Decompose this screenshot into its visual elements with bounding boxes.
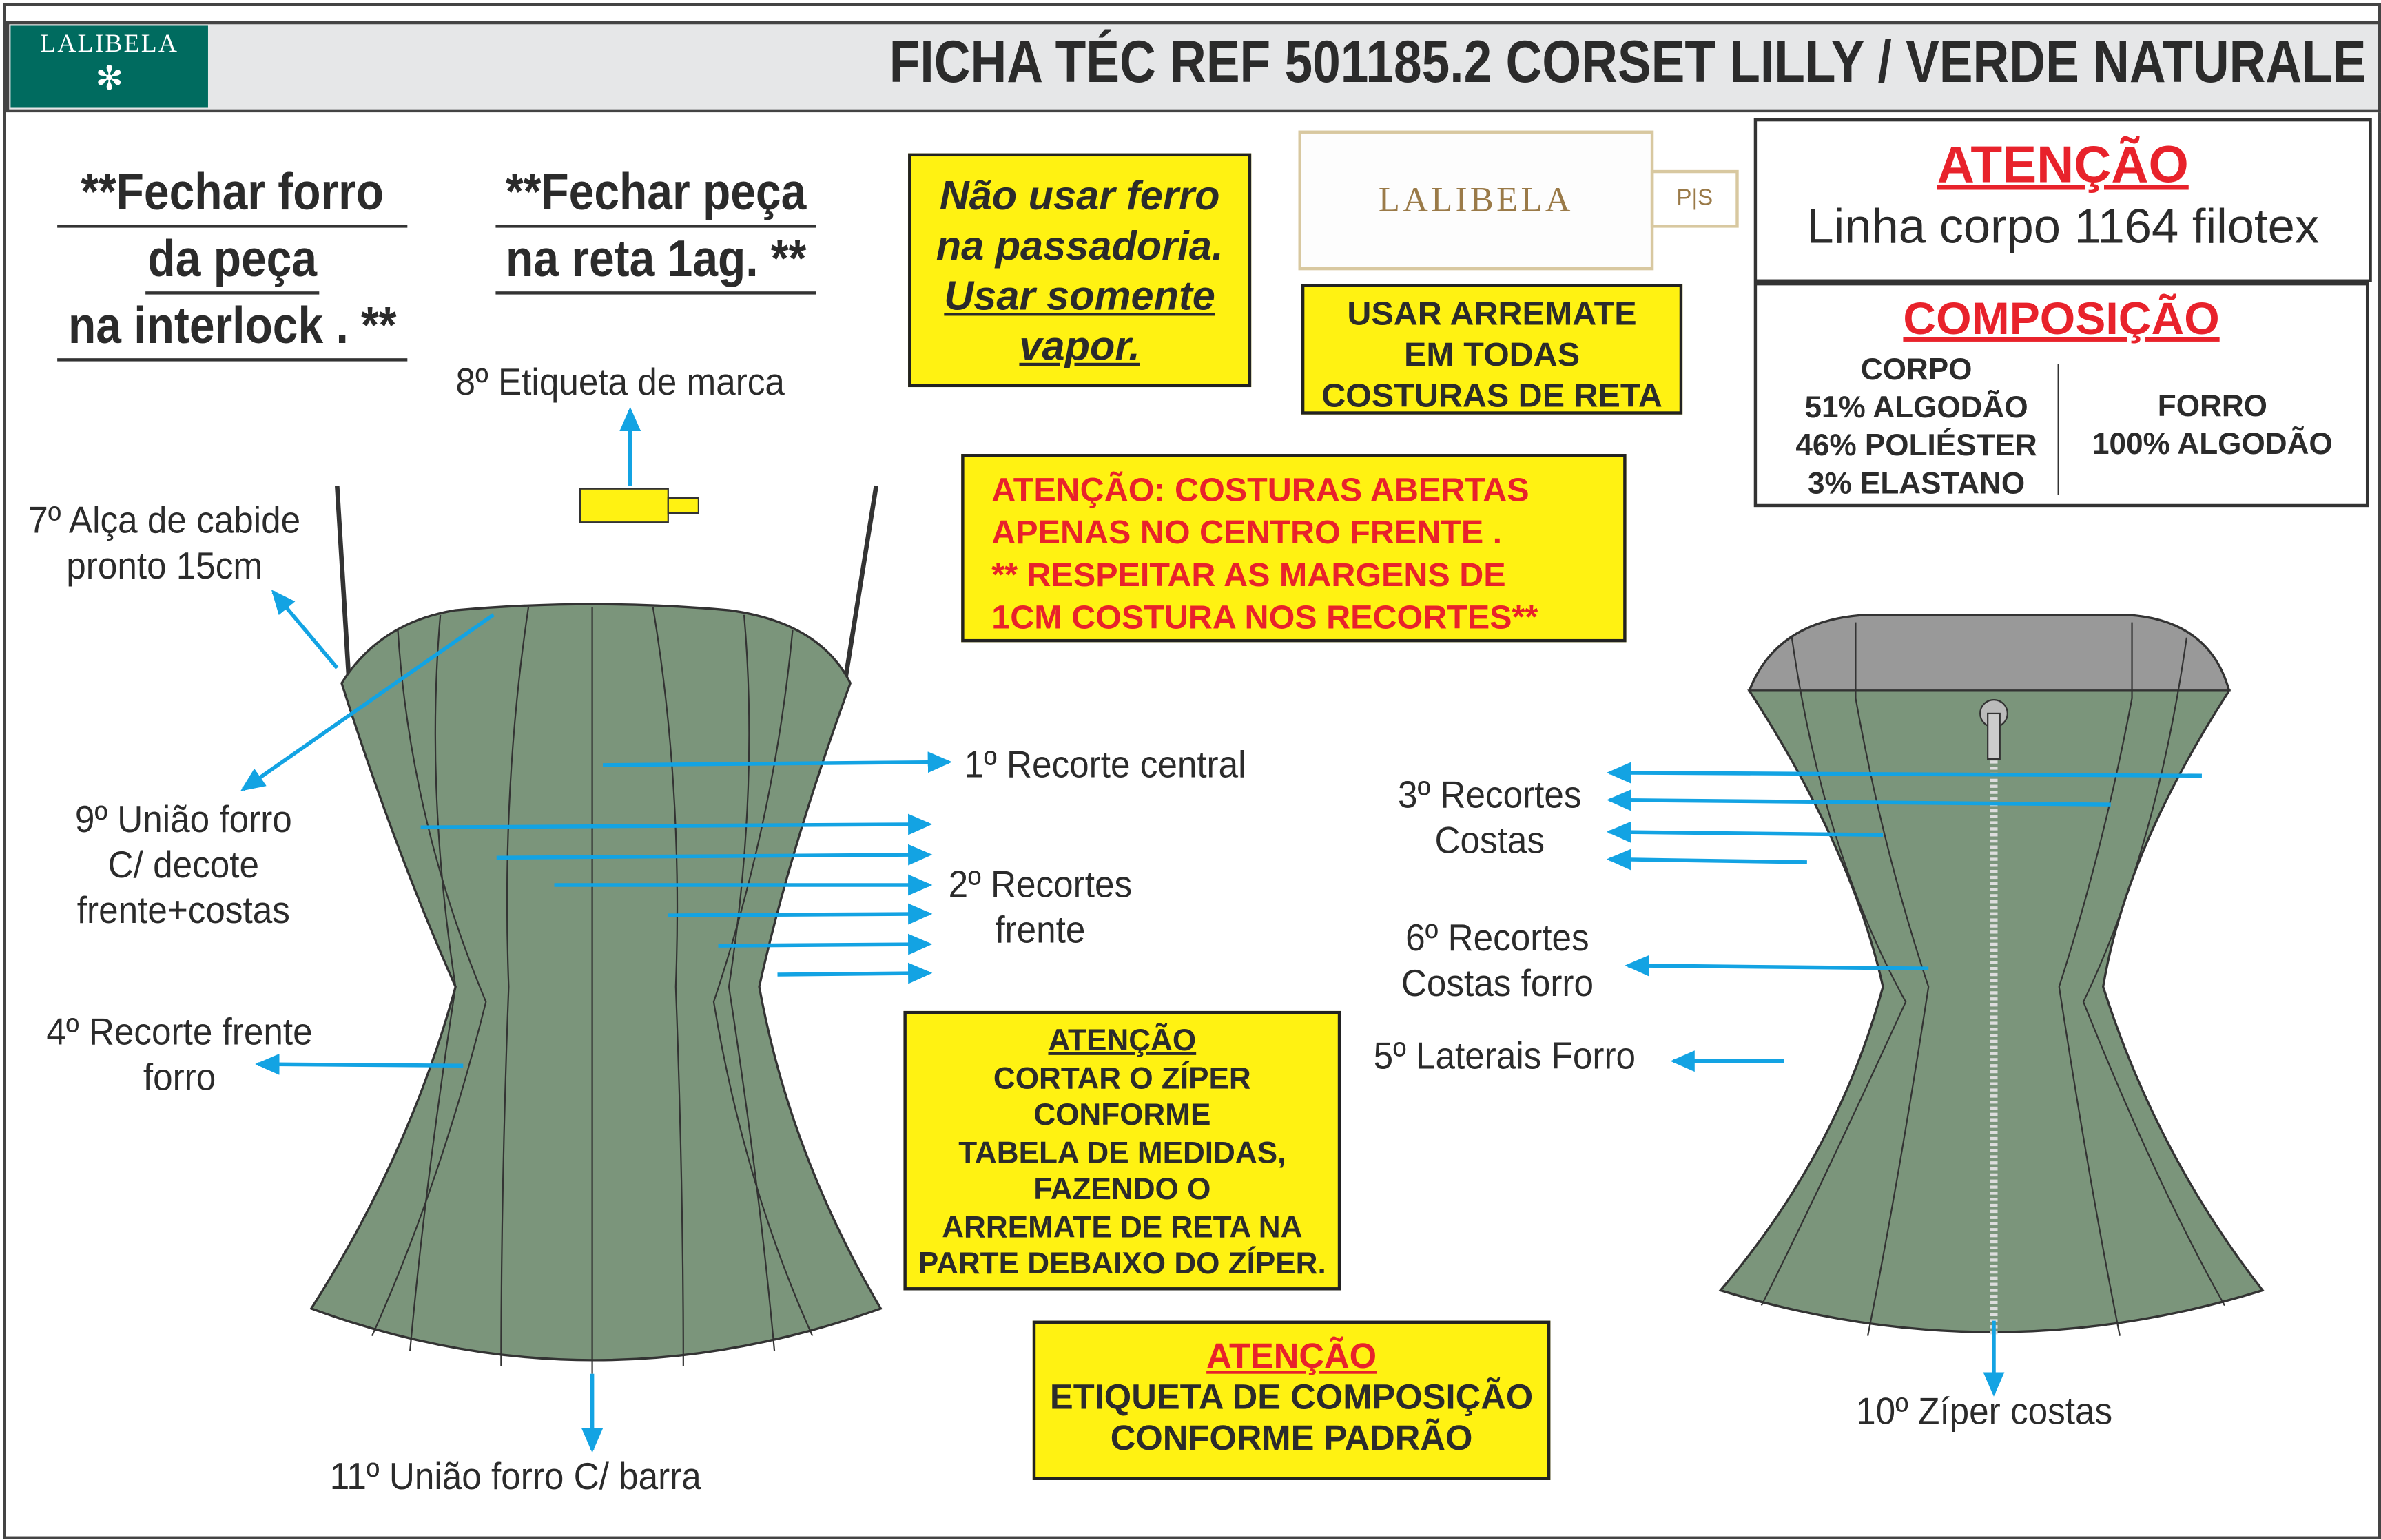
no-iron-warning: Não usar ferro na passadoria. Usar somen… — [908, 153, 1252, 388]
label-line: Costas forro — [1401, 962, 1594, 1006]
left-strap — [335, 486, 352, 687]
composition-forro: FORRO 100% ALGODÃO — [2068, 388, 2357, 464]
sheet-frame — [3, 3, 2381, 1539]
warning-line: Usar somente — [944, 273, 1215, 319]
brand-logo: LALIBELA ✻ — [10, 25, 208, 108]
note-line: ETIQUETA DE COMPOSIÇÃO — [1049, 1377, 1534, 1417]
note-title: ATENÇÃO — [1048, 1024, 1197, 1059]
label-line: C/ decote — [107, 844, 259, 887]
comp-line: 3% ELASTANO — [1807, 467, 2026, 501]
note-line: FAZENDO O — [1033, 1173, 1211, 1207]
note-line: **Fechar forro — [57, 161, 408, 228]
warning-line: vapor. — [1019, 323, 1140, 369]
callout-arrows — [240, 406, 2202, 1453]
note-line: ARREMATE DE RETA NA — [942, 1210, 1303, 1245]
size-tag: P|S — [1650, 169, 1739, 228]
note-line: na reta 1ag. ** — [495, 228, 816, 295]
comp-line: FORRO — [2157, 390, 2267, 424]
warning-line: APENAS NO CENTRO FRENTE . — [991, 512, 1503, 552]
warning-line: ATENÇÃO: COSTURAS ABERTAS — [991, 470, 1529, 509]
thread-text: Linha corpo 1164 filotex — [1806, 198, 2320, 254]
note-line: PARTE DEBAIXO DO ZÍPER. — [918, 1247, 1326, 1282]
back-corset — [1718, 614, 2265, 1336]
note-line: CORTAR O ZÍPER — [993, 1061, 1251, 1096]
warning-line: Não usar ferro — [939, 173, 1220, 219]
label-line: 2º Recortes — [948, 864, 1133, 906]
label-line: 9º União forro — [74, 798, 292, 842]
label-11-hem-lining: 11º União forro C/ barra — [329, 1455, 701, 1499]
note-line: da peça — [145, 228, 320, 295]
label-line: frente+costas — [76, 889, 290, 933]
warning-line: na passadoria. — [936, 223, 1224, 269]
right-strap — [842, 485, 879, 687]
label-line: 7º Alça de cabide — [28, 499, 301, 542]
note-line: EM TODAS — [1404, 335, 1580, 374]
note-line: CONFORME PADRÃO — [1110, 1417, 1473, 1457]
label-5-side-lining: 5º Laterais Forro — [1373, 1035, 1636, 1078]
note-line: na interlock . ** — [57, 295, 408, 362]
note-title: ATENÇÃO — [1206, 1335, 1377, 1375]
header: LALIBELA ✻ FICHA TÉC REF 501185.2 CORSET… — [6, 21, 2381, 113]
label-line: 6º Recortes — [1405, 917, 1589, 959]
label-8-brand-tag: 8º Etiqueta de marca — [455, 361, 785, 404]
logo-text: LALIBELA — [40, 28, 179, 58]
comp-line: 46% POLIÉSTER — [1795, 429, 2037, 464]
label-1-center-seam: 1º Recorte central — [964, 744, 1246, 787]
label-10-back-zipper: 10º Zíper costas — [1856, 1390, 2113, 1433]
comp-line: 100% ALGODÃO — [2092, 428, 2333, 462]
label-line: frente — [995, 909, 1086, 952]
comp-line: CORPO — [1860, 353, 1972, 388]
label-line: Costas — [1434, 820, 1545, 862]
brand-tag — [579, 488, 699, 523]
comp-line: 51% ALGODÃO — [1804, 391, 2028, 426]
brand-label-image: LALIBELA — [1298, 130, 1654, 271]
page-title: FICHA TÉC REF 501185.2 CORSET LILLY / VE… — [889, 30, 2366, 96]
note-fechar-peca: **Fechar peça na reta 1ag. ** — [495, 161, 816, 295]
warning-line: ** RESPEITAR AS MARGENS DE — [991, 555, 1506, 594]
note-line: COSTURAS DE RETA — [1321, 376, 1662, 415]
label-line: pronto 15cm — [66, 545, 263, 587]
thread-attention-box: ATENÇÃO Linha corpo 1164 filotex — [1753, 118, 2372, 282]
attention-title: ATENÇÃO — [1937, 136, 2189, 195]
warning-line: 1CM COSTURA NOS RECORTES** — [991, 598, 1538, 636]
note-line: TABELA DE MEDIDAS, — [958, 1136, 1286, 1170]
label-line: forro — [143, 1057, 216, 1099]
label-line: 4º Recorte frente — [46, 1010, 313, 1054]
label-line: 3º Recortes — [1397, 774, 1582, 817]
composition-divider — [2057, 364, 2059, 495]
note-line: **Fechar peça — [495, 161, 816, 228]
note-line: USAR ARREMATE — [1347, 294, 1637, 333]
bee-icon: ✻ — [95, 59, 124, 98]
composition-title: COMPOSIÇÃO — [1903, 294, 2220, 345]
front-corset — [309, 485, 883, 1374]
note-fechar-forro: **Fechar forro da peça na interlock . ** — [57, 161, 408, 362]
note-line: CONFORME — [1033, 1099, 1211, 1133]
